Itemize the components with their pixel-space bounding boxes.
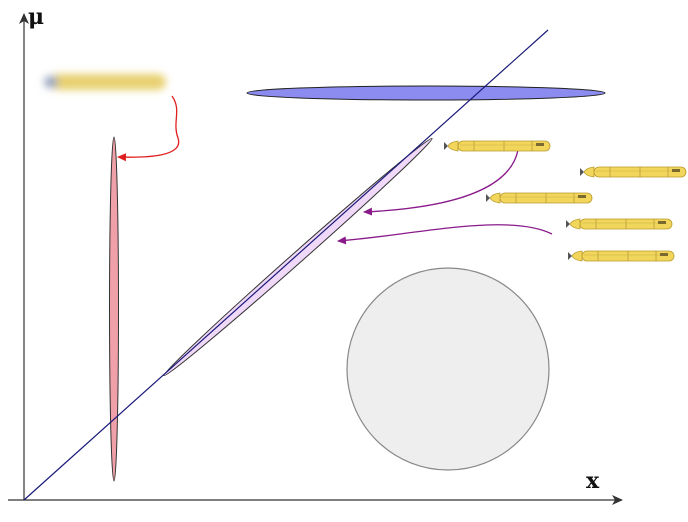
purple-arrow-upper: [363, 149, 519, 216]
horizontal-ellipse: [246, 85, 606, 101]
auv-torpedo-icon: [485, 192, 593, 204]
isotropic-circle: [346, 267, 550, 471]
auv-torpedo-icon: [443, 140, 551, 152]
blurred-auv-icon: [44, 74, 166, 90]
red-arrow: [117, 95, 180, 162]
x-axis-label: x: [586, 468, 600, 494]
purple-arrow-lower: [337, 224, 553, 245]
auv-torpedo-icon: [565, 218, 673, 230]
diagonal-ellipse: [163, 137, 433, 377]
auv-torpedo-icon: [567, 250, 675, 262]
y-axis-label: μ: [28, 4, 44, 30]
diagonal-line: [23, 29, 549, 501]
auv-torpedo-icon: [579, 166, 687, 178]
vertical-ellipse: [109, 136, 119, 482]
